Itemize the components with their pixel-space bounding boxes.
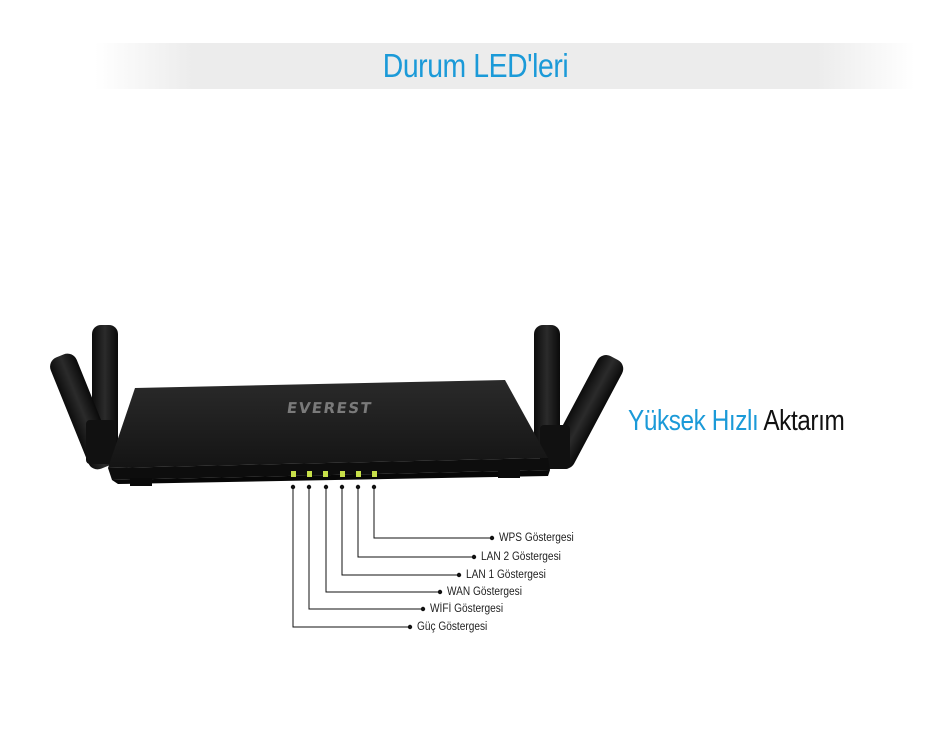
- led-lan2: [356, 471, 361, 477]
- tagline: Yüksek Hızlı Aktarım: [628, 405, 845, 438]
- tagline-dark: Aktarım: [763, 405, 845, 437]
- callout-lines: [292, 487, 492, 628]
- antenna-left-base: [86, 420, 116, 464]
- led-label-power: Güç Göstergesi: [417, 621, 488, 633]
- led-wan: [323, 471, 328, 477]
- led-row: [291, 471, 377, 477]
- antenna-right-back: [534, 325, 560, 455]
- page-title: Durum LED'leri: [382, 47, 569, 84]
- led-label-wifi: WİFİ Göstergesi: [430, 603, 504, 615]
- led-wifi: [307, 471, 312, 477]
- led-label-wps: WPS Göstergesi: [499, 532, 574, 544]
- led-lan1: [340, 471, 345, 477]
- callout-dots: [290, 484, 495, 630]
- led-label-lan1: LAN 1 Göstergesi: [466, 569, 546, 581]
- header-band: [95, 43, 915, 89]
- led-label-wan: WAN Göstergesi: [447, 586, 522, 598]
- led-power: [291, 471, 296, 477]
- tagline-accent: Yüksek Hızlı: [628, 405, 759, 437]
- brand-logo: EVEREST: [286, 399, 374, 417]
- router-body: [108, 380, 550, 486]
- led-wps: [372, 471, 377, 477]
- led-label-lan2: LAN 2 Göstergesi: [481, 551, 561, 563]
